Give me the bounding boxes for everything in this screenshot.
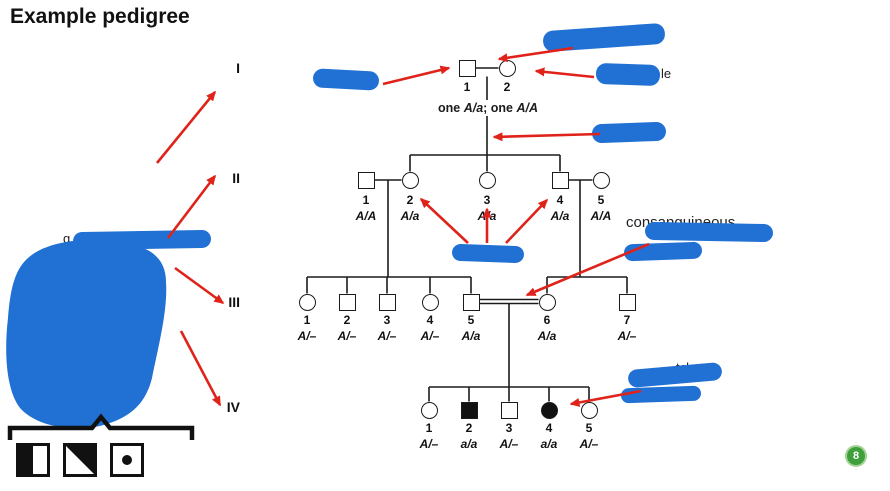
individual-III-3-male-square (378, 293, 396, 311)
individual-number: 3 (383, 313, 391, 327)
legend-square-with-dot-icon (110, 443, 144, 477)
half-fill-shape (19, 446, 33, 474)
bracket-shape (7, 413, 195, 440)
individual-number: 2 (406, 193, 414, 207)
genotype-label: A/– (499, 437, 519, 451)
genotype-label: A/– (297, 329, 317, 343)
individual-II-2-female-circle (401, 171, 419, 189)
arrow-to-generation-IV (179, 330, 222, 407)
genotype-label: A/a (537, 329, 557, 343)
ink-scribble-consang-2 (623, 241, 703, 262)
text-fragment: g (63, 231, 71, 246)
individual-IV-1-female-circle (420, 401, 438, 419)
genotype-label: A/a (477, 209, 497, 223)
gen1-genotype-caption: one A/a; one A/A (427, 100, 549, 116)
ink-blob-shape (6, 239, 167, 429)
ink-scribble-gen1-right (595, 62, 661, 87)
individual-III-5-male-square (462, 293, 480, 311)
individual-number: 1 (303, 313, 311, 327)
individual-number: 3 (505, 421, 513, 435)
genotype-label: a/a (540, 437, 558, 451)
individual-number: 4 (426, 313, 434, 327)
ink-scribble-gen1-left (312, 68, 380, 91)
diagonal-fill-shape (66, 446, 94, 474)
generation-label-III: III (228, 294, 240, 310)
caption-part: ; one (483, 101, 517, 115)
genotype-label: A/A (355, 209, 377, 223)
text-fragment: le (661, 66, 672, 81)
arrow-to-II-4 (505, 198, 549, 244)
individual-number: 7 (623, 313, 631, 327)
ink-scribble-gen2-center (451, 243, 525, 264)
caption-genotype: A/a (463, 101, 484, 115)
individual-II-1-male-square (357, 171, 375, 189)
generation-label-II: II (232, 170, 240, 186)
arrow-to-generation-I (155, 90, 217, 164)
individual-number: 2 (343, 313, 351, 327)
ink-scribble-left-capsule (72, 229, 212, 251)
individual-III-7-male-square (618, 293, 636, 311)
individual-number: 4 (545, 421, 553, 435)
individual-number: 1 (425, 421, 433, 435)
individual-number: 5 (467, 313, 475, 327)
individual-number: 5 (585, 421, 593, 435)
legend-half-filled-square-icon (16, 443, 50, 477)
individual-number: 6 (543, 313, 551, 327)
generation-label-IV: IV (226, 399, 240, 415)
individual-I-2-female-circle (498, 59, 516, 77)
genotype-label: A/– (579, 437, 599, 451)
individual-II-4-male-square (551, 171, 569, 189)
genotype-label: A/– (377, 329, 397, 343)
slide-title: Example pedigree (10, 5, 190, 28)
caption-genotype: A/A (516, 101, 539, 115)
genotype-label: A/a (400, 209, 420, 223)
individual-number: 5 (597, 193, 605, 207)
individual-I-1-male-square (458, 59, 476, 77)
individual-number: 3 (483, 193, 491, 207)
individual-II-3-female-circle (478, 171, 496, 189)
ink-scribble-gen4-right-2 (620, 385, 702, 404)
ink-scribble-gen4-right-1 (627, 361, 723, 389)
individual-IV-3-male-square (500, 401, 518, 419)
ink-scribble-top-right (542, 22, 666, 53)
genotype-label: a/a (460, 437, 478, 451)
individual-IV-5-female-circle (580, 401, 598, 419)
individual-III-4-female-circle (421, 293, 439, 311)
individual-III-2-male-square (338, 293, 356, 311)
individual-number: 1 (463, 80, 471, 94)
individual-III-6-female-circle (538, 293, 556, 311)
individual-number: 2 (503, 80, 511, 94)
genotype-label: A/a (550, 209, 570, 223)
text-fragment: zygo (56, 392, 84, 407)
genotype-label: A/– (617, 329, 637, 343)
page-number-badge: 8 (845, 445, 867, 467)
arrow-to-I-1 (382, 65, 451, 86)
ink-scribble-consang-1 (644, 221, 774, 243)
genotype-label: A/– (420, 329, 440, 343)
arrow-to-generation-II (166, 174, 217, 239)
individual-number: 1 (362, 193, 370, 207)
arrow-to-descent-line (492, 132, 601, 142)
genotype-label: A/a (461, 329, 481, 343)
genotype-label: A/– (419, 437, 439, 451)
legend-diagonal-filled-square-icon (63, 443, 97, 477)
generation-label-I: I (236, 60, 240, 76)
individual-IV-2-affected-male-square (460, 401, 478, 419)
individual-III-1-female-circle (298, 293, 316, 311)
genotype-label: A/– (337, 329, 357, 343)
arrow-to-II-2 (419, 197, 469, 244)
arrow-group (155, 46, 650, 407)
individual-number: 4 (556, 193, 564, 207)
individual-II-5-female-circle (592, 171, 610, 189)
individual-number: 2 (465, 421, 473, 435)
legend-bracket (7, 413, 195, 440)
dot-shape (122, 455, 132, 465)
caption-part: one (437, 101, 464, 115)
ink-scribble-descent (591, 121, 667, 144)
arrow-to-I-2 (534, 67, 595, 79)
genotype-label: A/A (590, 209, 612, 223)
individual-IV-4-affected-female-circle (540, 401, 558, 419)
pedigree-line-group (306, 67, 628, 402)
